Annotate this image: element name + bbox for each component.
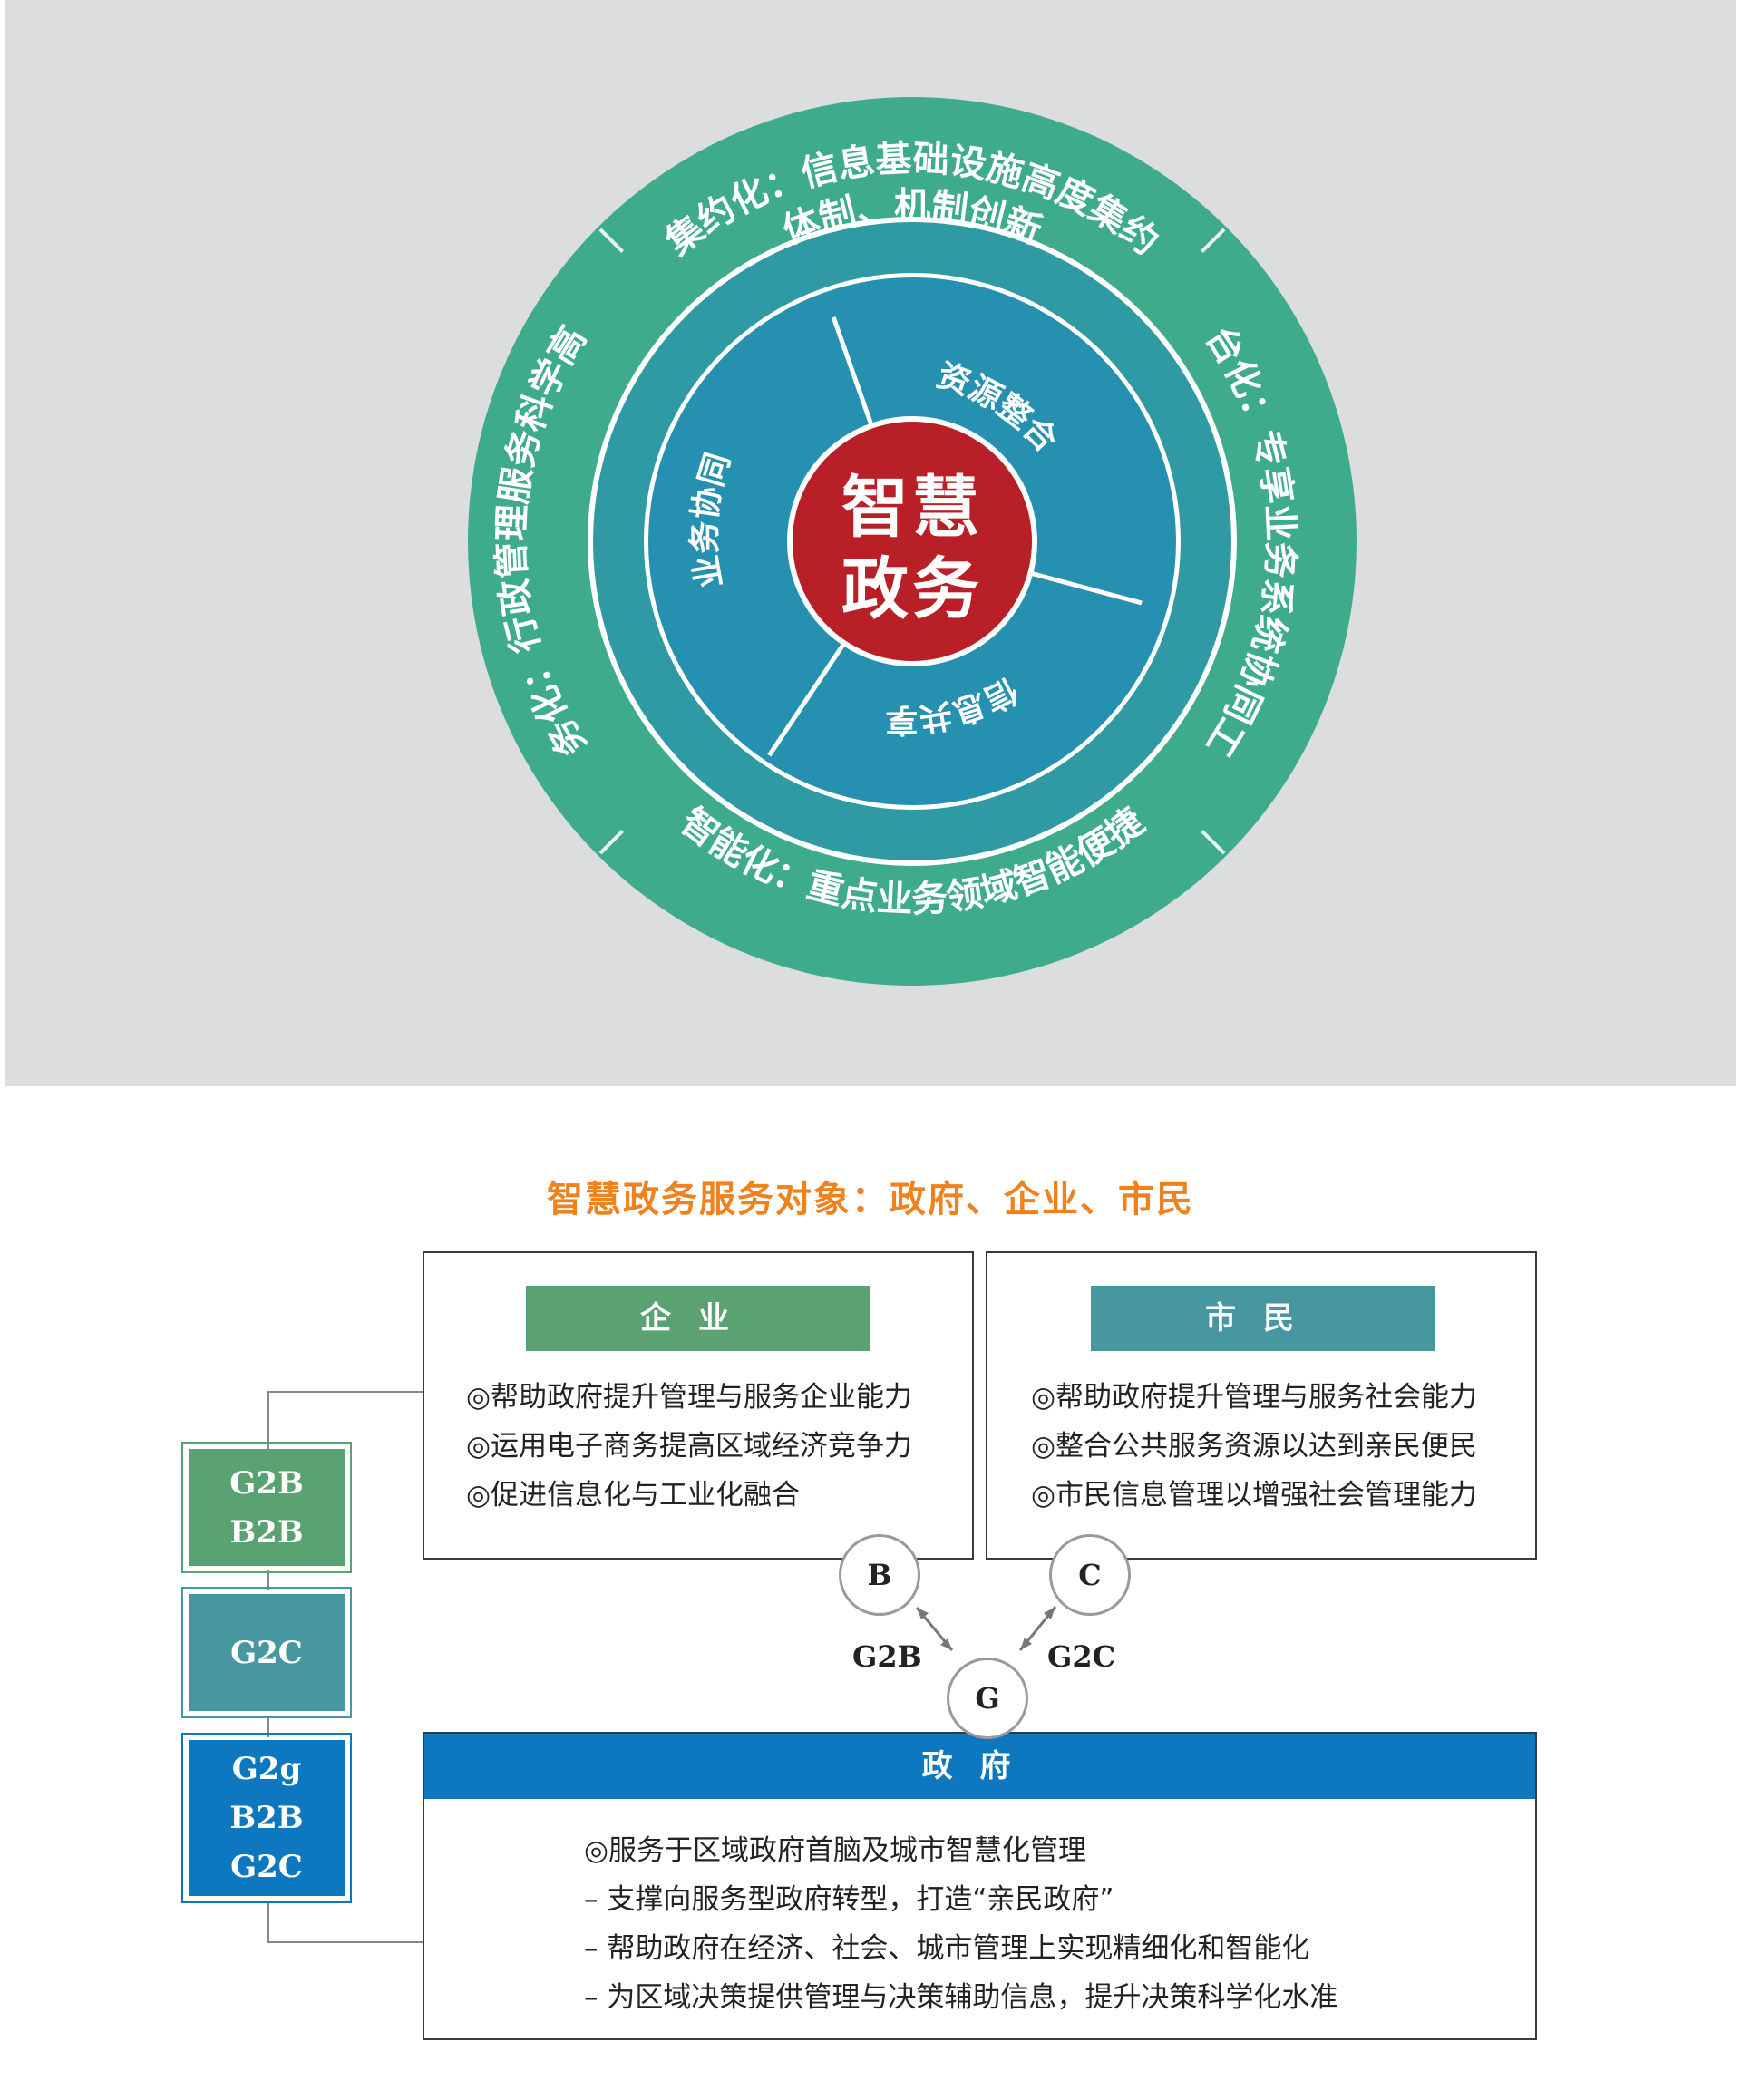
edge-label-g2b: G2B [852,1639,922,1674]
enterprise-item: ◎帮助政府提升管理与服务企业能力 [466,1381,913,1414]
enterprise-box: 企业 ◎帮助政府提升管理与服务企业能力 ◎运用电子商务提高区域经济竞争力 ◎促进… [423,1251,974,1560]
services-title: 智慧政务服务对象：政府、企业、市民 [547,1179,1194,1220]
enterprise-item: ◎促进信息化与工业化融合 [466,1479,801,1512]
government-item: ◎服务于区域政府首脑及城市智慧化管理 [584,1834,1087,1867]
side-box-g2b: G2B B2B [181,1442,352,1573]
citizen-item: ◎帮助政府提升管理与服务社会能力 [1031,1381,1478,1414]
government-header: 政府 [424,1734,1535,1799]
citizen-item: ◎市民信息管理以增强社会管理能力 [1031,1479,1478,1512]
side-box-government: G2g B2B G2C [181,1733,352,1903]
government-box: 政府 ◎服务于区域政府首脑及城市智慧化管理 – 支撑向服务型政府转型，打造“亲民… [423,1732,1537,2040]
node-g: G [947,1658,1028,1739]
government-item: – 支撑向服务型政府转型，打造“亲民政府” [584,1883,1114,1916]
side-box-label: G2C [230,1849,303,1885]
node-b: B [839,1534,920,1616]
government-item: – 帮助政府在经济、社会、城市管理上实现精细化和智能化 [584,1932,1310,1965]
enterprise-header: 企业 [526,1286,870,1351]
citizen-header: 市民 [1091,1286,1435,1351]
side-box-g2c: G2C [181,1587,352,1718]
smart-government-wheel: 体制、机制创新 集约化：信息基础设施高度集约 平台化：专享业务系统协同工作 智能… [468,97,1357,986]
enterprise-item: ◎运用电子商务提高区域经济竞争力 [466,1430,913,1463]
citizen-item: ◎整合公共服务资源以达到亲民便民 [1031,1430,1478,1463]
center-circle [793,422,1032,661]
node-c: C [1049,1534,1131,1616]
citizen-box: 市民 ◎帮助政府提升管理与服务社会能力 ◎整合公共服务资源以达到亲民便民 ◎市民… [986,1251,1537,1560]
side-box-label: G2C [230,1634,303,1671]
side-box-label: B2B [229,1513,304,1551]
government-item: – 为区域决策提供管理与决策辅助信息，提升决策科学化水准 [584,1981,1338,2014]
side-box-label: B2B [229,1800,304,1836]
edge-label-g2c: G2C [1047,1639,1116,1674]
center-label-line1: 智慧 [841,469,983,547]
side-box-label: G2g [231,1751,302,1787]
side-box-label: G2B [229,1464,304,1502]
center-label-line2: 政务 [841,550,983,628]
